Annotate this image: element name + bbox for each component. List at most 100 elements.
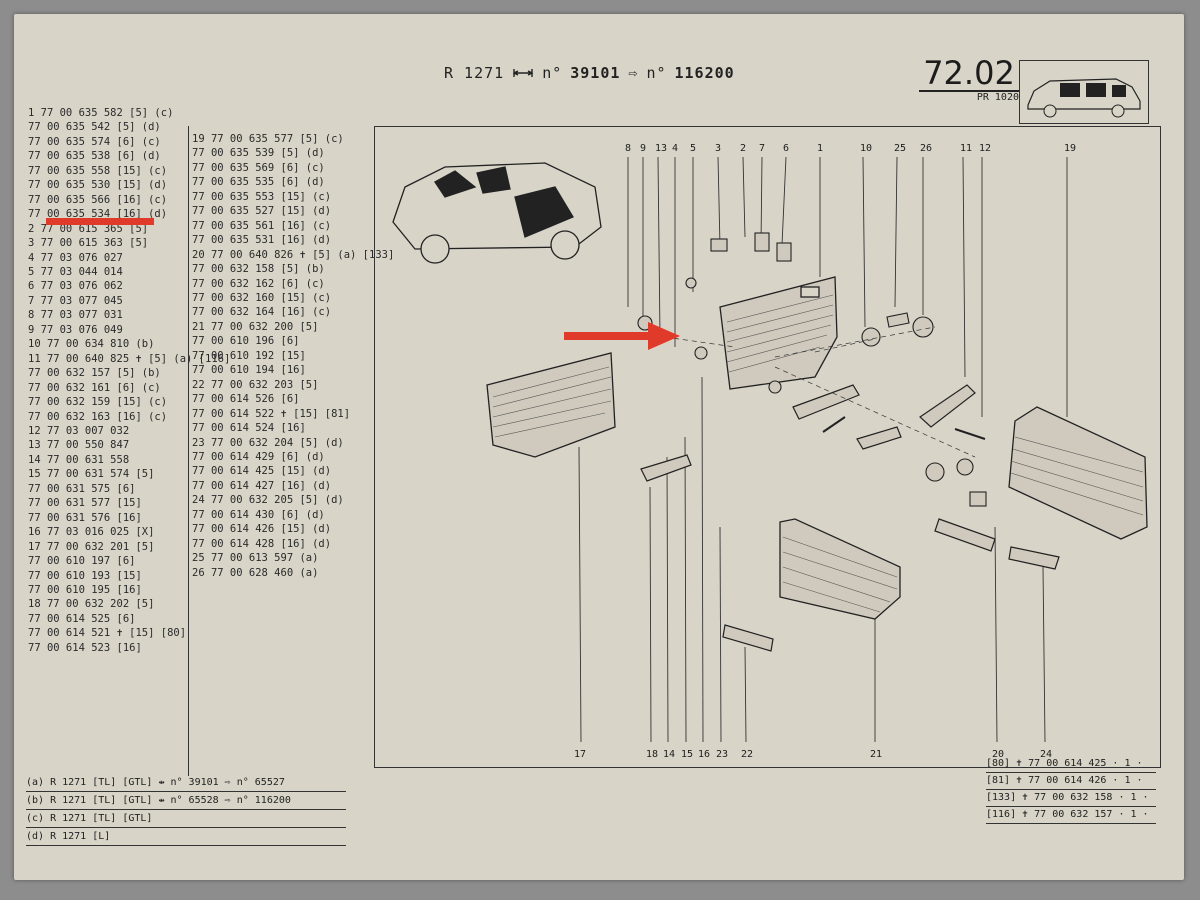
serial-from: 39101 — [570, 64, 621, 82]
part-line: 77 00 635 530 [15] (d) — [28, 179, 168, 192]
callout-number: 2 — [740, 143, 746, 154]
part-line: 77 00 635 539 [5] (d) — [192, 147, 325, 160]
part-line: 77 00 635 538 [6] (d) — [28, 150, 161, 163]
part-line: 77 00 635 535 [6] (d) — [192, 176, 325, 189]
part-line: 77 00 614 426 [15] (d) — [192, 523, 332, 536]
reference-row: [81] ✝ 77 00 614 426 · 1 · — [986, 773, 1156, 790]
callout-number: 13 — [655, 143, 667, 154]
part-line: 77 00 614 525 [6] — [28, 612, 136, 625]
model-code: R 1271 — [444, 64, 505, 82]
part-line: 77 00 635 531 [16] (d) — [192, 234, 332, 247]
part-line: 77 00 632 160 [15] (c) — [192, 291, 332, 304]
part-line: 15 77 00 631 574 [5] — [28, 468, 155, 481]
serial-to: 116200 — [674, 64, 735, 82]
page-header: R 1271 n° 39101 ⇨ n° 116200 — [444, 64, 735, 82]
callout-number: 10 — [860, 143, 872, 154]
footnote-row: (b) R 1271 [TL] [GTL] ⇹ n° 65528 ⇨ n° 11… — [26, 792, 346, 810]
handles — [640, 384, 1060, 652]
reference-table: [80] ✝ 77 00 614 425 · 1 ·[81] ✝ 77 00 6… — [986, 756, 1156, 824]
callout-number: 1 — [817, 143, 823, 154]
part-line: 77 00 632 162 [6] (c) — [192, 277, 325, 290]
small-parts — [637, 232, 987, 507]
part-line: 11 77 00 640 825 ✝ [5] (a) [116] — [28, 352, 231, 365]
panel-19 — [1008, 406, 1148, 540]
part-line: 4 77 03 076 027 — [28, 251, 123, 264]
reference-row: [80] ✝ 77 00 614 425 · 1 · — [986, 756, 1156, 773]
callout-number: 3 — [715, 143, 721, 154]
part-line: 77 00 635 561 [16] (c) — [192, 219, 332, 232]
part-line: 9 77 03 076 049 — [28, 323, 123, 336]
callout-number: 25 — [894, 143, 906, 154]
part-line: 14 77 00 631 558 — [28, 453, 130, 466]
part-line: 77 00 635 574 [6] (c) — [28, 135, 161, 148]
front-door-panel — [719, 276, 838, 390]
callout-number: 9 — [640, 143, 646, 154]
part-line: 77 00 635 553 [15] (c) — [192, 190, 332, 203]
part-line: 77 00 614 523 [16] — [28, 641, 142, 654]
part-line: 77 00 614 526 [6] — [192, 393, 300, 406]
callout-number: 19 — [1064, 143, 1076, 154]
part-line: 24 77 00 632 205 [5] (d) — [192, 494, 344, 507]
parts-list-right: 19 77 00 635 577 [5] (c) 77 00 635 539 [5… — [192, 132, 394, 580]
part-line: 77 00 632 159 [15] (c) — [28, 396, 168, 409]
part-line: 77 00 635 534 [16] (d) — [28, 208, 168, 221]
callout-number: 12 — [979, 143, 991, 154]
part-line: 77 00 614 428 [16] (d) — [192, 537, 332, 550]
part-line: 77 00 614 425 [15] (d) — [192, 465, 332, 478]
part-line: 77 00 610 192 [15] — [192, 349, 306, 362]
reference-row: [133] ✝ 77 00 632 158 · 1 · — [986, 790, 1156, 807]
column-divider — [188, 126, 189, 776]
catalog-page: R 1271 n° 39101 ⇨ n° 116200 72.02 PR 102… — [14, 14, 1184, 880]
callout-number: 26 — [920, 143, 932, 154]
part-line: 18 77 00 632 202 [5] — [28, 598, 155, 611]
part-line: 17 77 00 632 201 [5] — [28, 540, 155, 553]
callout-number: 15 — [681, 749, 693, 760]
callout-number: 5 — [690, 143, 696, 154]
part-line: 77 00 610 197 [6] — [28, 555, 136, 568]
callout-number: 6 — [783, 143, 789, 154]
footnote-row: (c) R 1271 [TL] [GTL] — [26, 810, 346, 828]
car-thumbnail-icon — [1019, 60, 1149, 124]
part-line: 3 77 00 615 363 [5] — [28, 237, 149, 250]
serial-prefix: n° — [542, 64, 563, 82]
callout-number: 18 — [646, 749, 658, 760]
callout-number: 11 — [960, 143, 972, 154]
arrow-icon: ⇨ — [628, 64, 639, 82]
highlight-bar — [46, 218, 154, 225]
panel-21 — [779, 518, 901, 620]
part-line: 26 77 00 628 460 (a) — [192, 566, 319, 579]
callout-number: 22 — [741, 749, 753, 760]
page-number: 72.02 — [919, 56, 1019, 92]
part-line: 10 77 00 634 810 (b) — [28, 338, 155, 351]
part-line: 77 00 614 524 [16] — [192, 422, 306, 435]
callout-number: 17 — [574, 749, 586, 760]
part-line: 77 00 610 193 [15] — [28, 569, 142, 582]
part-line: 77 00 635 542 [5] (d) — [28, 121, 161, 134]
part-line: 77 00 610 194 [16] — [192, 364, 306, 377]
part-line: 6 77 03 076 062 — [28, 280, 123, 293]
rear-door-panel — [486, 352, 616, 458]
part-line: 21 77 00 632 200 [5] — [192, 320, 319, 333]
part-line: 77 00 632 161 [6] (c) — [28, 381, 161, 394]
callout-number: 14 — [663, 749, 675, 760]
part-line: 19 77 00 635 577 [5] (c) — [192, 133, 344, 145]
reference-row: [116] ✝ 77 00 632 157 · 1 · — [986, 807, 1156, 824]
callout-number: 23 — [716, 749, 728, 760]
footnote-row: (a) R 1271 [TL] [GTL] ⇹ n° 39101 ⇨ n° 65… — [26, 774, 346, 792]
part-line: 77 00 631 576 [16] — [28, 511, 142, 524]
callout-number: 16 — [698, 749, 710, 760]
part-line: 77 00 632 158 [5] (b) — [192, 263, 325, 276]
parts-list-left: 1 77 00 635 582 [5] (c)77 00 635 542 [5]… — [28, 106, 230, 655]
page-number-block: 72.02 PR 1020 — [919, 56, 1019, 103]
part-line: 7 77 03 077 045 — [28, 294, 123, 307]
part-line: 5 77 03 044 014 — [28, 265, 123, 278]
part-line: 20 77 00 640 826 ✝ [5] (a) [133] — [192, 248, 395, 261]
footnotes-table: (a) R 1271 [TL] [GTL] ⇹ n° 39101 ⇨ n° 65… — [26, 774, 346, 846]
part-line: 77 00 614 522 ✝ [15] [81] — [192, 407, 351, 420]
part-line: 2 77 00 615 365 [5] — [28, 222, 149, 235]
part-line: 77 00 614 427 [16] (d) — [192, 479, 332, 492]
part-line: 77 00 631 575 [6] — [28, 482, 136, 495]
footnote-row: (d) R 1271 [L] — [26, 828, 346, 846]
